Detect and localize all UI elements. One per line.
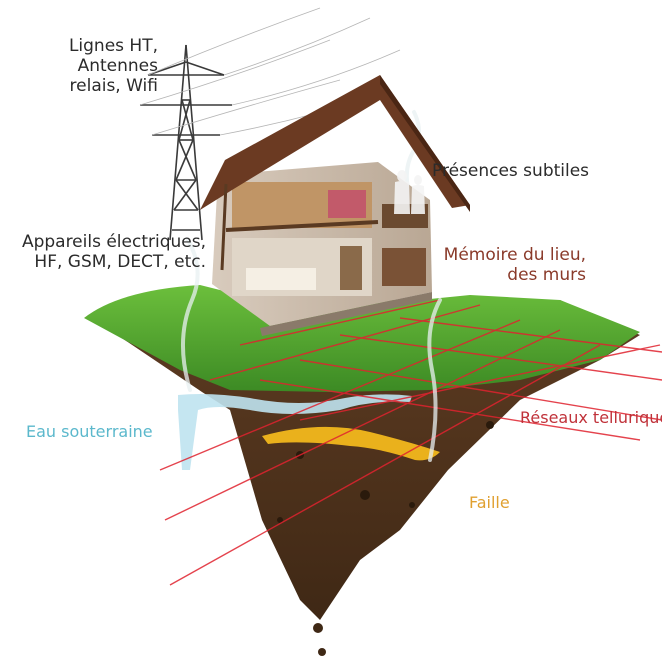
subtle-presences-text: Présences subtiles [432,161,590,181]
telluric-networks-text: Réseaux telluriques [520,408,662,427]
telluric-grid [159,299,662,586]
place-memory-label-line: Mémoire du lieu, [443,245,586,265]
house-cutaway-icon [200,75,470,336]
appliances-label-line: HF, GSM, DECT, etc. [34,252,206,273]
fault-text: Faille [469,493,510,512]
ghost-figures-icon [394,170,425,214]
underground-water-text: Eau souterraine [26,422,153,441]
telluric-networks-label: Réseaux telluriques [520,408,662,428]
underground-water-label: Eau souterraine [26,422,153,442]
appliances-label-line: Appareils électriques, [21,232,206,252]
place-memory-label: Mémoire du lieu, des murs [430,245,586,285]
power-pylon-icon [140,44,232,241]
place-memory-label-line: des murs [507,265,586,286]
power-lines [139,7,401,136]
power-lines-label-line: relais, Wifi [69,76,158,97]
power-lines-label: Lignes HT, Antennes relais, Wifi [30,36,158,96]
power-lines-label-line: Antennes [77,56,158,77]
fault-label: Faille [469,493,510,513]
power-lines-label-line: Lignes HT, [68,36,158,56]
subtle-presences-label: Présences subtiles [432,161,589,181]
fault-crack-icon [262,426,440,461]
appliances-label: Appareils électriques, HF, GSM, DECT, et… [6,232,206,272]
